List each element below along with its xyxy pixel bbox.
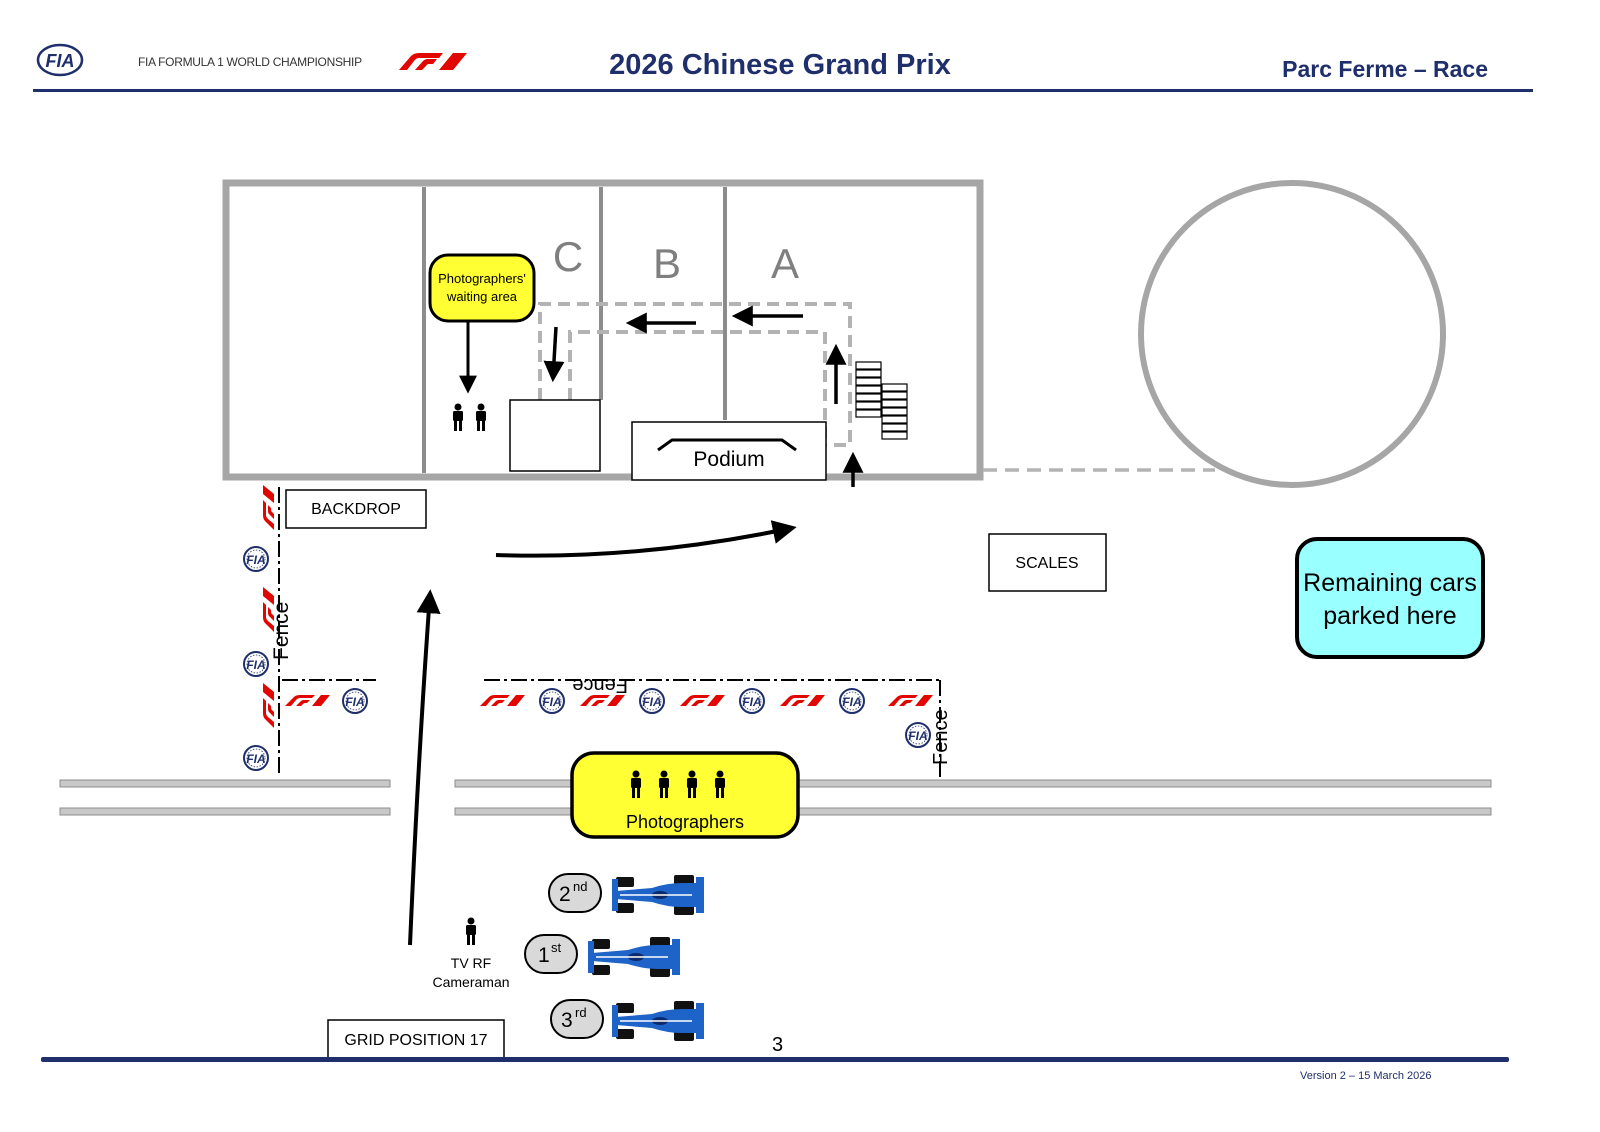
version-label: Version 2 – 15 March 2026	[1300, 1070, 1432, 1082]
photographers-waiting-area	[428, 253, 536, 323]
championship-name: FIA FORMULA 1 WORLD CHAMPIONSHIP	[138, 55, 362, 69]
fence-main-logos	[480, 688, 933, 714]
car-path-inner	[568, 330, 827, 440]
building-wall	[222, 179, 984, 481]
position-1-badge	[524, 934, 578, 974]
car-icon	[611, 874, 705, 916]
zone-c-label: C	[553, 233, 583, 280]
grid-position-box	[327, 1019, 505, 1059]
f1-logo-icon	[285, 695, 330, 706]
car-icon	[611, 1000, 705, 1042]
page-title: 2026 Chinese Grand Prix	[609, 49, 951, 81]
stairs-icon	[855, 361, 908, 440]
person-icon	[476, 403, 486, 431]
cameraman-label-line2: Cameraman	[432, 974, 509, 990]
track-circle	[1138, 180, 1446, 488]
fia-logo-icon	[342, 688, 368, 714]
remaining-cars-area	[1295, 537, 1485, 659]
flow-arrow-curve	[408, 589, 441, 946]
position-1-suffix: st	[551, 940, 562, 955]
f1-logo-icon	[399, 53, 467, 70]
fence-label: Fence	[270, 602, 293, 660]
podium-label: Podium	[693, 448, 764, 471]
remaining-cars-line1: Remaining cars	[1303, 569, 1477, 597]
position-2-number: 2	[559, 883, 571, 906]
fia-logo-icon	[905, 722, 931, 748]
inner-room	[509, 399, 601, 472]
grid-position-label: GRID POSITION 17	[344, 1032, 487, 1049]
fence-label: Fence	[572, 674, 628, 696]
zone-b-label: B	[653, 240, 681, 287]
scales-box	[988, 533, 1107, 592]
backdrop-box	[285, 489, 427, 529]
photographers-waiting-line1: Photographers'	[438, 271, 526, 286]
fia-logo-icon: FIA	[36, 43, 84, 77]
position-2-suffix: nd	[573, 879, 587, 894]
photographers-waiting-line2: waiting area	[446, 289, 518, 304]
footer-rule	[41, 1057, 1509, 1062]
zone-a-label: A	[771, 240, 799, 287]
position-3-badge	[550, 999, 604, 1039]
page-number: 3	[772, 1034, 784, 1056]
scales-label: SCALES	[1015, 555, 1078, 572]
svg-text:FIA: FIA	[46, 51, 75, 71]
photographers-label: Photographers	[626, 812, 744, 832]
fence-label: Fence	[930, 709, 952, 765]
cameraman-label-line1: TV RF	[451, 955, 491, 971]
header-rule	[33, 89, 1533, 92]
remaining-cars-line2: parked here	[1323, 602, 1456, 630]
podium-icon	[657, 438, 797, 452]
fence-left-logos	[243, 485, 274, 771]
position-3-number: 3	[561, 1009, 573, 1032]
cameraman-icon	[466, 917, 476, 945]
podium-box	[631, 421, 827, 481]
position-3-suffix: rd	[575, 1005, 587, 1020]
flow-arrow-curve	[495, 520, 797, 558]
position-1-number: 1	[538, 944, 550, 967]
car-icon	[587, 936, 681, 978]
photographers-area	[570, 751, 800, 839]
track-lines	[59, 779, 1492, 816]
backdrop-label: BACKDROP	[311, 501, 401, 518]
person-icon	[453, 403, 463, 431]
page-subtitle: Parc Ferme – Race	[1282, 56, 1488, 82]
car-path-outer	[538, 302, 852, 447]
position-2-badge	[548, 873, 602, 913]
flow-arrow	[543, 326, 565, 383]
